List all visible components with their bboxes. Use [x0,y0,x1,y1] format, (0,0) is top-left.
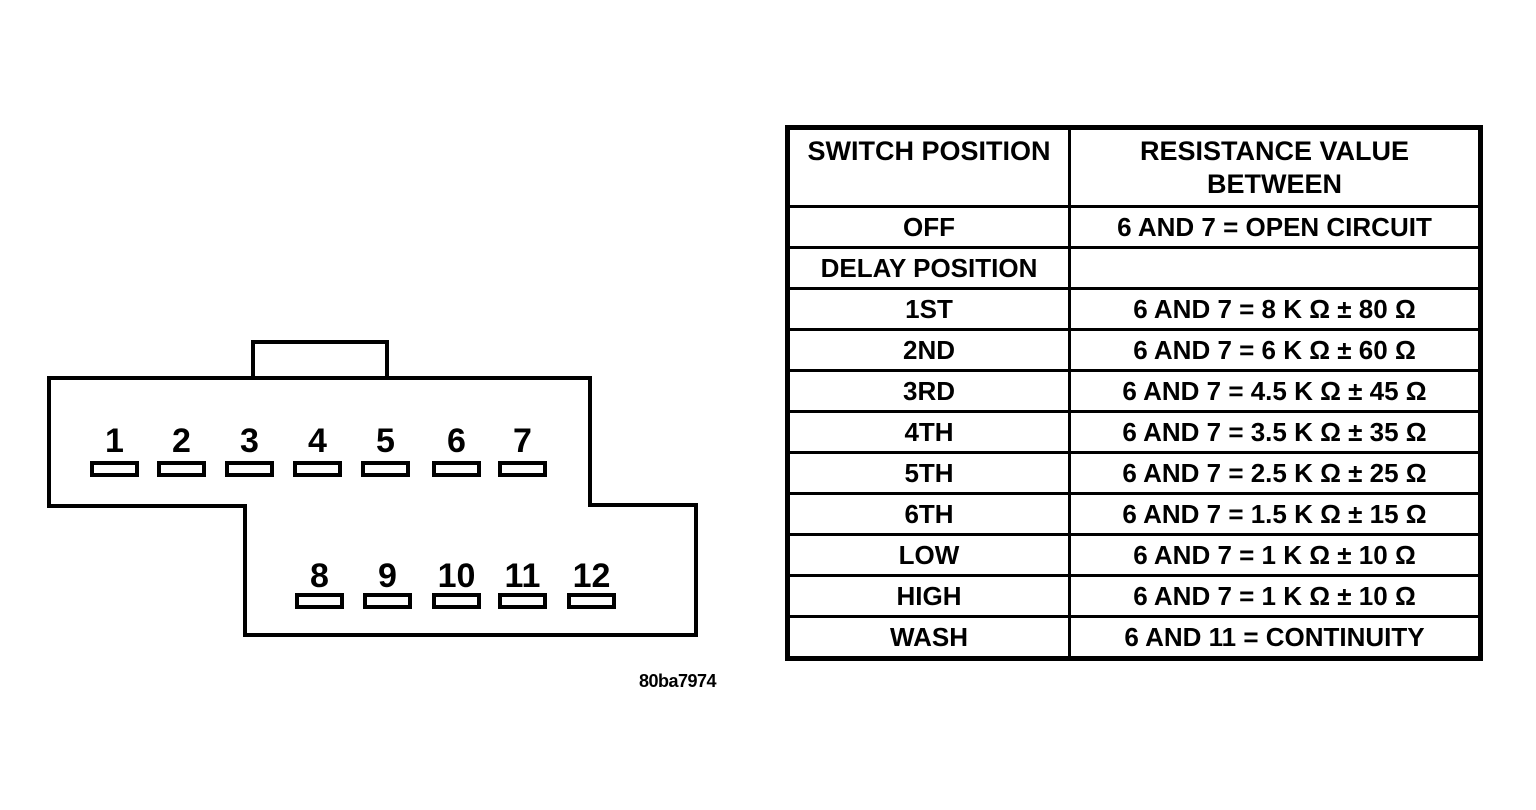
cell-resistance-value: 6 AND 7 = 6 K Ω ± 60 Ω [1068,328,1482,372]
pin-terminal [363,593,412,609]
cell-resistance-value: 6 AND 7 = 3.5 K Ω ± 35 Ω [1068,410,1482,454]
cell-switch-position: 5TH [786,451,1071,495]
cell-switch-position: 6TH [786,492,1071,536]
pin-number-label: 11 [505,557,541,595]
cell-resistance-value: 6 AND 7 = 8 K Ω ± 80 Ω [1068,287,1482,331]
header-resistance-line1: RESISTANCE VALUE [1139,136,1410,166]
pin-number-label: 3 [240,422,259,460]
connector-tab [251,340,389,380]
cell-switch-position: 1ST [786,287,1071,331]
pin-terminal [225,461,274,477]
pin-number-label: 1 [105,422,124,460]
pin-number-label: 6 [447,422,466,460]
pin-number-label: 5 [376,422,395,460]
pin-terminal [295,593,344,609]
pin-terminal [432,461,481,477]
figure-id-caption: 80ba7974 [639,671,717,691]
header-resistance-value: RESISTANCE VALUE BETWEEN [1068,126,1482,208]
cell-switch-position: OFF [786,205,1071,249]
pin-number-label: 2 [172,422,191,460]
pin-number-label: 8 [310,557,329,595]
pin-terminal [90,461,139,477]
cell-resistance-value: 6 AND 7 = 4.5 K Ω ± 45 Ω [1068,369,1482,413]
cell-resistance-value: 6 AND 7 = 1 K Ω ± 10 Ω [1068,574,1482,618]
pin-number-label: 7 [513,422,532,460]
cell-resistance-value [1068,246,1482,290]
pin-terminal [498,461,547,477]
pin-number-label: 12 [573,557,611,595]
cell-switch-position: LOW [786,533,1071,577]
cell-resistance-value: 6 AND 7 = 1 K Ω ± 10 Ω [1068,533,1482,577]
pin-terminal [157,461,206,477]
cell-resistance-value: 6 AND 7 = 2.5 K Ω ± 25 Ω [1068,451,1482,495]
cell-switch-position: HIGH [786,574,1071,618]
cell-resistance-value: 6 AND 7 = 1.5 K Ω ± 15 Ω [1068,492,1482,536]
header-resistance-line2: BETWEEN [1207,169,1342,199]
table-header-row: SWITCH POSITION RESISTANCE VALUE BETWEEN [786,126,1482,208]
pin-terminal [498,593,547,609]
table-row: DELAY POSITION [786,246,1482,290]
cell-resistance-value: 6 AND 11 = CONTINUITY [1068,615,1482,660]
connector-outline [47,376,698,637]
pin-terminal [567,593,616,609]
header-switch-position: SWITCH POSITION [786,126,1071,208]
cell-switch-position: WASH [786,615,1071,660]
pin-number-label: 4 [308,422,327,460]
cell-switch-position: 4TH [786,410,1071,454]
pin-terminal [432,593,481,609]
pin-number-label: 10 [438,557,476,595]
pin-terminal [361,461,410,477]
pin-terminal [293,461,342,477]
pin-number-label: 9 [378,557,397,595]
cell-switch-position: 3RD [786,369,1071,413]
resistance-table: SWITCH POSITION RESISTANCE VALUE BETWEEN… [785,125,1483,661]
cell-switch-position: DELAY POSITION [786,246,1071,290]
cell-switch-position: 2ND [786,328,1071,372]
cell-resistance-value: 6 AND 7 = OPEN CIRCUIT [1068,205,1482,249]
